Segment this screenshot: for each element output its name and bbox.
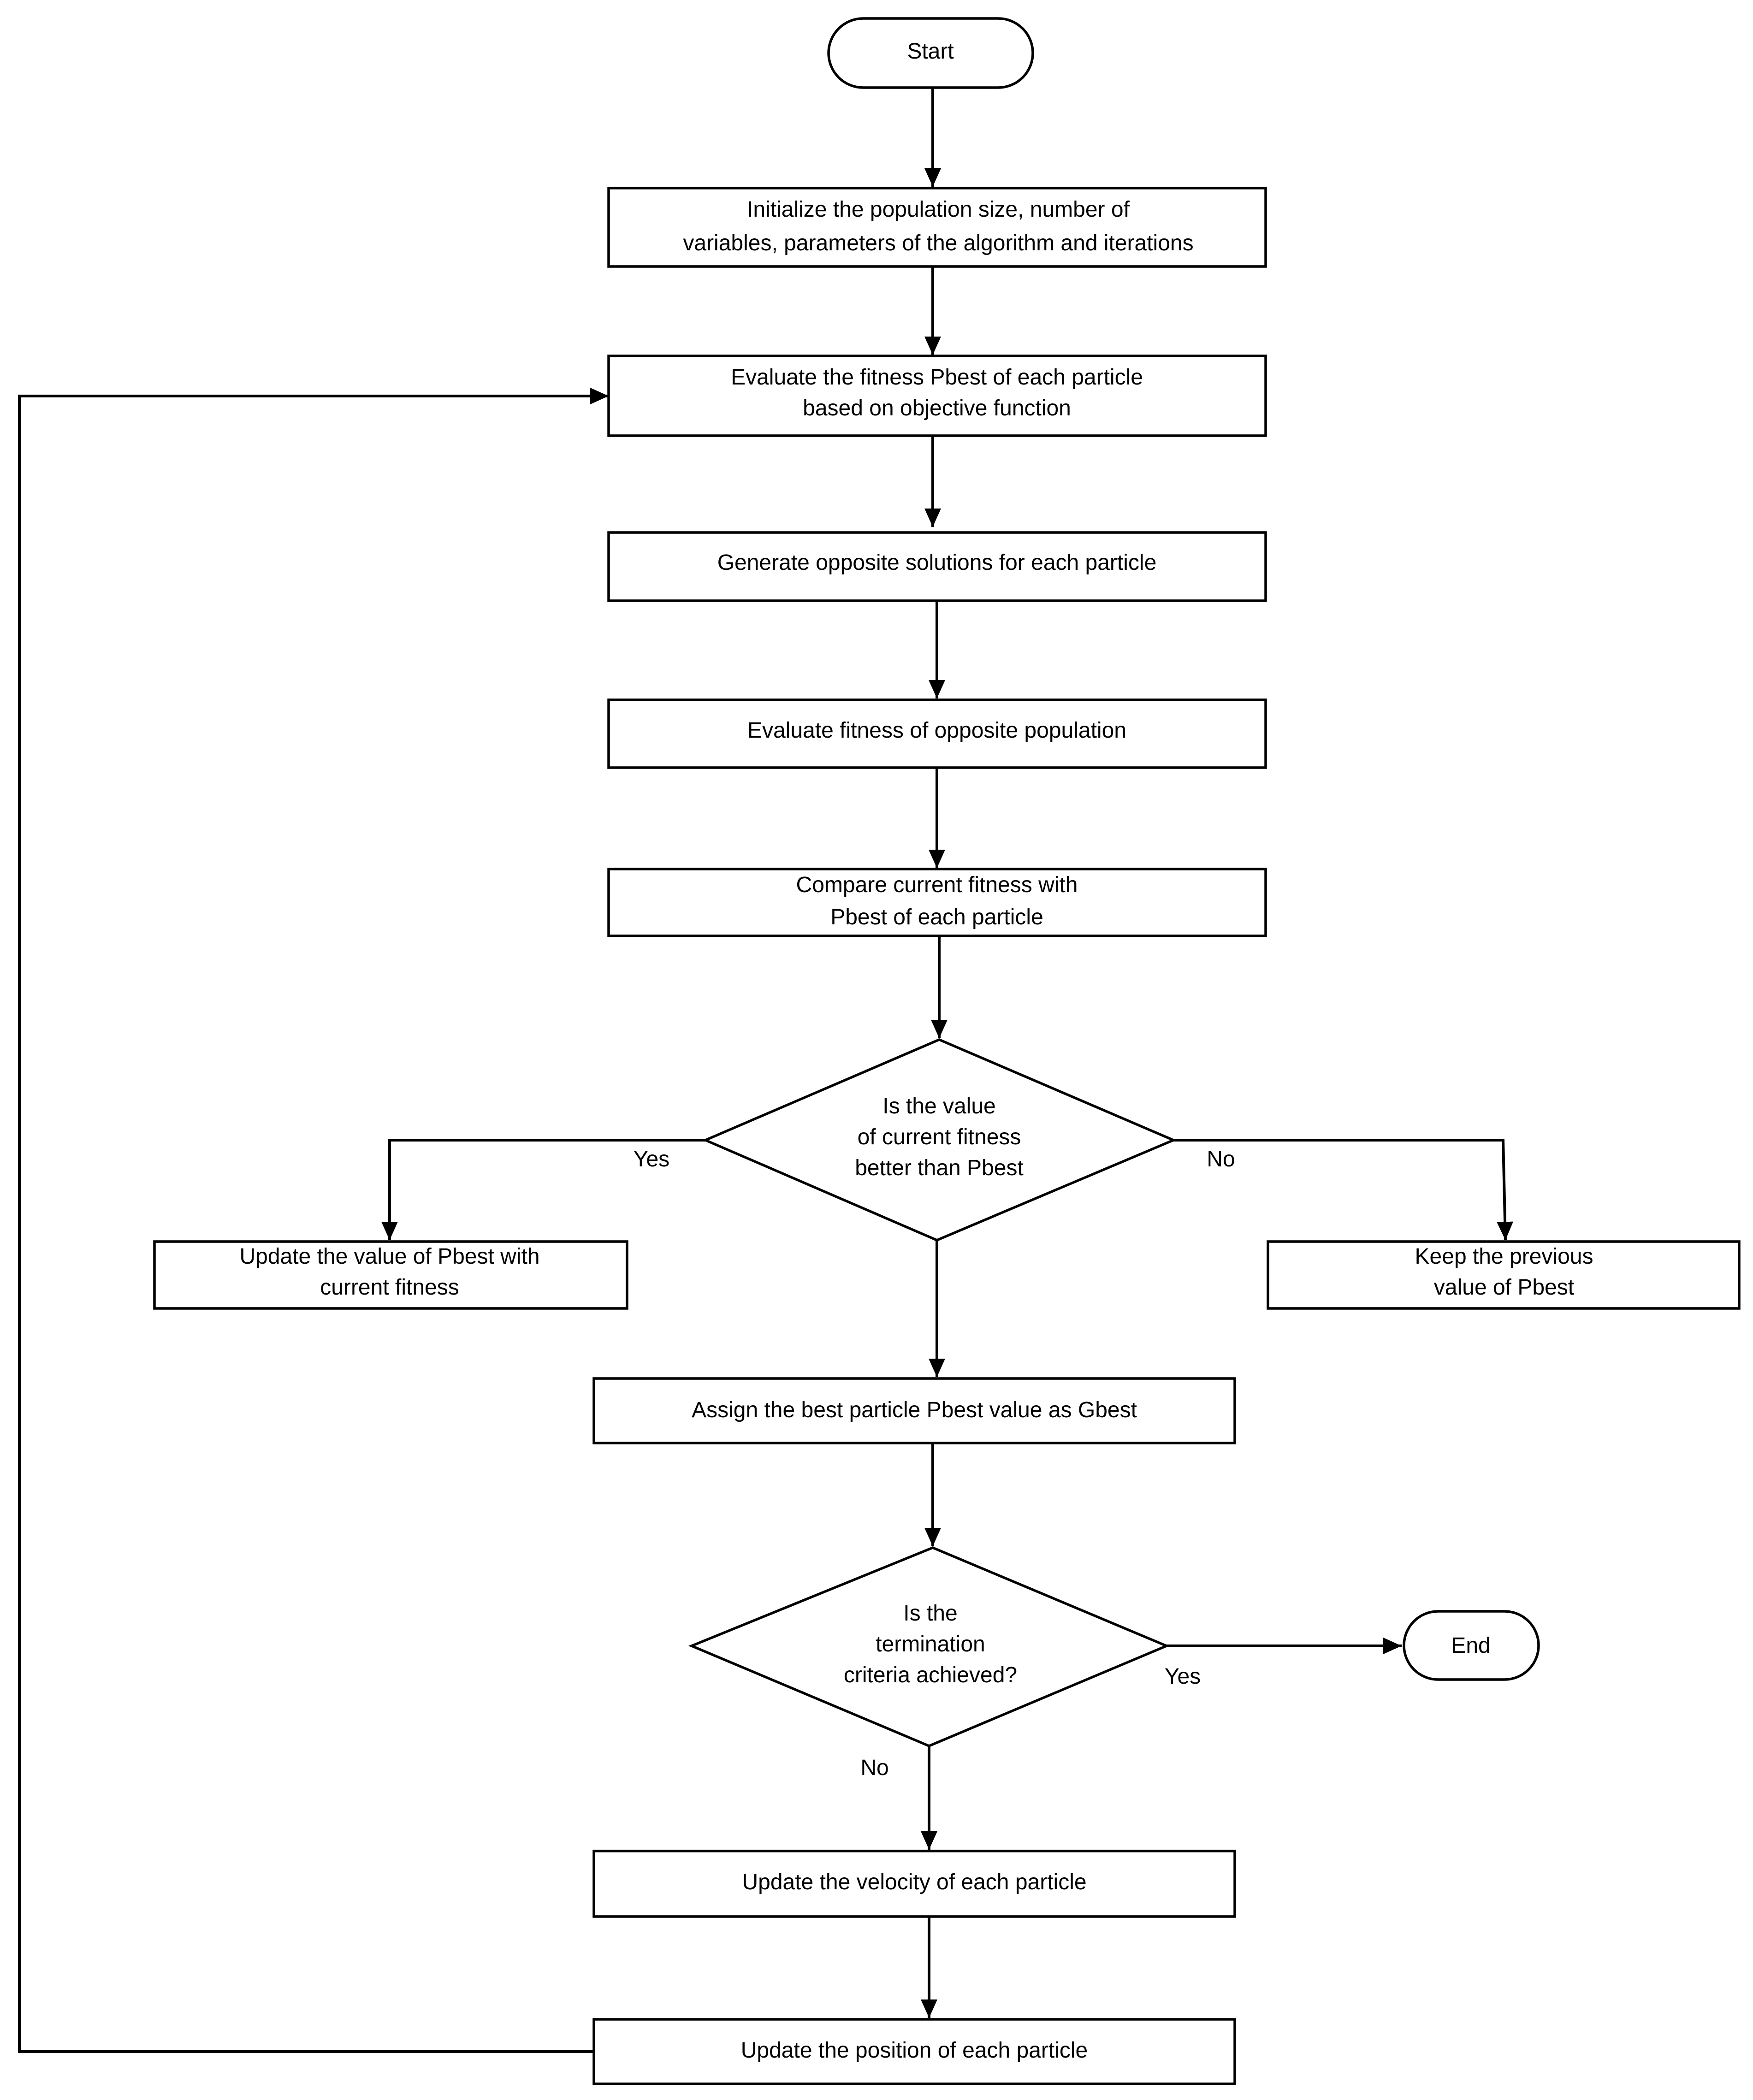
process-box-keep-pbest[interactable] — [1267, 1240, 1741, 1310]
label-assign-gbest: Assign the best particle Pbest value as … — [692, 1398, 1137, 1422]
start-terminator[interactable] — [827, 17, 1034, 89]
process-box-opposite[interactable] — [607, 531, 1267, 602]
decision-diamond-termination[interactable] — [688, 1546, 1170, 1747]
label-position: Update the position of each particle — [741, 2038, 1088, 2063]
process-box-assign-gbest[interactable] — [592, 1377, 1236, 1444]
edge-decision-better-no — [1173, 1139, 1514, 1241]
process-box-velocity[interactable] — [592, 1850, 1236, 1918]
connectors — [18, 88, 1514, 2053]
process-box-position[interactable] — [592, 2018, 1236, 2085]
end-terminator[interactable] — [1403, 1610, 1540, 1681]
decision-diamond-better[interactable] — [702, 1038, 1177, 1242]
edge-label-term-no: No — [860, 1756, 888, 1780]
process-box-update-pbest[interactable] — [153, 1240, 628, 1310]
label-velocity: Update the velocity of each particle — [742, 1870, 1086, 1894]
label-eval-pbest: Evaluate the fitness Pbest of each parti… — [731, 365, 1143, 420]
process-box-init[interactable] — [607, 187, 1267, 268]
edge-decision-better-yes — [381, 1139, 705, 1240]
label-opposite: Generate opposite solutions for each par… — [717, 550, 1157, 575]
process-box-eval-pbest[interactable] — [607, 355, 1267, 437]
edge-loop-back-to-eval-pbest — [18, 388, 609, 2053]
edge-label-term-yes: Yes — [1165, 1664, 1201, 1689]
label-eval-opp: Evaluate fitness of opposite population — [747, 718, 1126, 743]
label-start: Start — [907, 39, 953, 64]
edge-label-better-no: No — [1207, 1147, 1235, 1171]
edge-label-better-yes: Yes — [634, 1147, 669, 1171]
process-box-compare[interactable] — [607, 868, 1267, 937]
process-box-eval-opp[interactable] — [607, 698, 1267, 769]
label-end: End — [1451, 1633, 1490, 1658]
label-init: Initialize the population size, number o… — [683, 197, 1193, 255]
